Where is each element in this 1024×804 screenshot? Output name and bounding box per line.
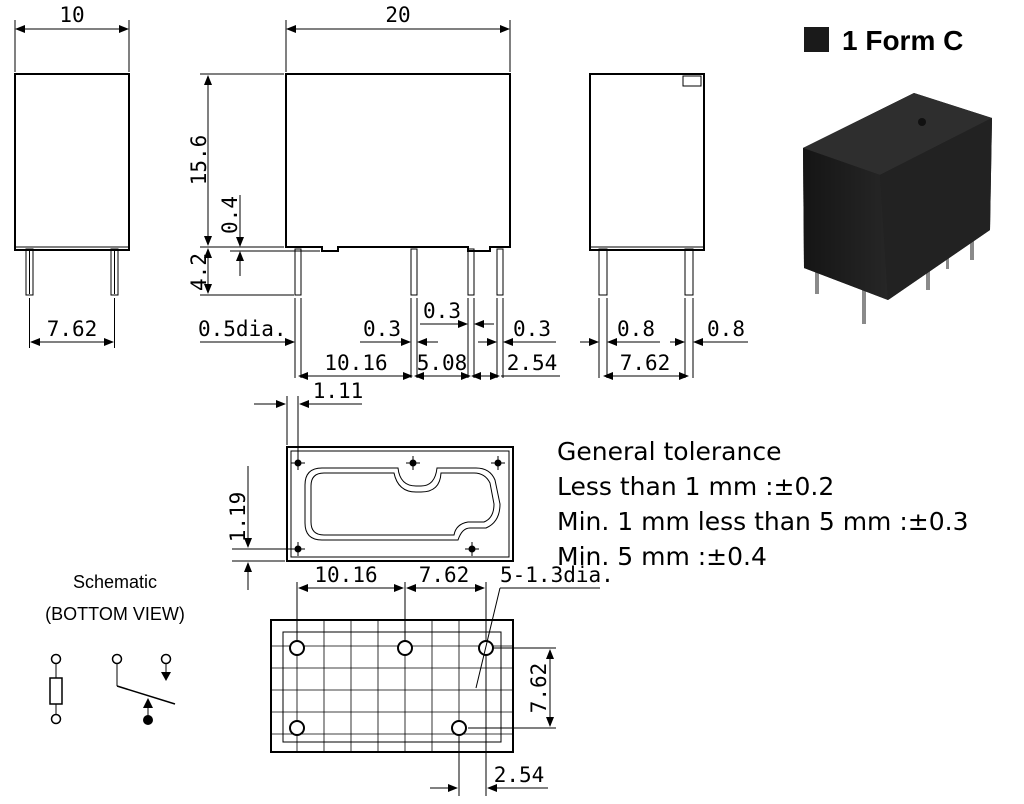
- coil-symbol-icon: [49, 653, 63, 725]
- bottom-view: 1.11 1.19: [226, 379, 514, 590]
- dim-pcb-holes: 5-1.3dia.: [500, 563, 614, 587]
- schematic: Schematic (BOTTOM VIEW): [45, 572, 185, 725]
- dim-gap: 0.4: [218, 196, 242, 234]
- dim-end-pin-w2: 0.8: [707, 317, 745, 341]
- dim-side-pin-pitch: 7.62: [47, 317, 98, 341]
- dim-end-pin-pitch: 7.62: [620, 351, 671, 375]
- dim-pin-dia: 0.5dia.: [198, 317, 287, 341]
- dim-pin-t1: 0.3: [363, 317, 401, 341]
- dim-pitch-1: 10.16: [324, 351, 387, 375]
- tolerance-line-1: Less than 1 mm :±0.2: [557, 472, 834, 501]
- dim-pitch-2: 5.08: [417, 351, 468, 375]
- dim-pcb-row-pitch: 7.62: [527, 663, 551, 714]
- dim-pitch-3: 2.54: [507, 351, 558, 375]
- form-label: 1 Form C: [842, 25, 963, 56]
- dim-pin-length: 4.2: [187, 253, 211, 291]
- end-view: 0.8 0.8 7.62: [580, 73, 748, 380]
- dim-bottom-offset-y: 1.19: [226, 492, 250, 543]
- side-view: 10 7.62: [14, 3, 130, 348]
- switch-contact-icon: [111, 653, 176, 725]
- tolerance-block: General tolerance Less than 1 mm :±0.2 M…: [557, 437, 968, 571]
- dim-end-pin-w1: 0.8: [617, 317, 655, 341]
- dim-height: 15.6: [187, 135, 211, 186]
- pcb-layout: 10.16 7.62 5-1.3dia. 7.62 2.54: [270, 563, 614, 796]
- dim-bottom-offset-x: 1.11: [313, 379, 364, 403]
- dim-pcb-pitch-1: 10.16: [314, 563, 377, 587]
- tolerance-line-2: Min. 1 mm less than 5 mm :±0.3: [557, 507, 968, 536]
- front-view: 20 15.6 4.2 0.4 0.5dia. 0.3 0.3: [187, 3, 560, 380]
- tolerance-title: General tolerance: [557, 437, 781, 466]
- black-square-icon: [804, 27, 829, 52]
- pcb-grid: [271, 620, 513, 752]
- dim-side-width: 10: [59, 3, 84, 27]
- schematic-subtitle: (BOTTOM VIEW): [45, 604, 185, 624]
- dim-pin-t2: 0.3: [423, 299, 461, 323]
- dim-pcb-offset: 2.54: [494, 763, 545, 787]
- dim-pin-t3: 0.3: [513, 317, 551, 341]
- dim-front-width: 20: [385, 3, 410, 27]
- tolerance-line-3: Min. 5 mm :±0.4: [557, 542, 767, 571]
- relay-photo: [803, 93, 992, 324]
- schematic-title: Schematic: [73, 572, 157, 592]
- dim-pcb-pitch-2: 7.62: [419, 563, 470, 587]
